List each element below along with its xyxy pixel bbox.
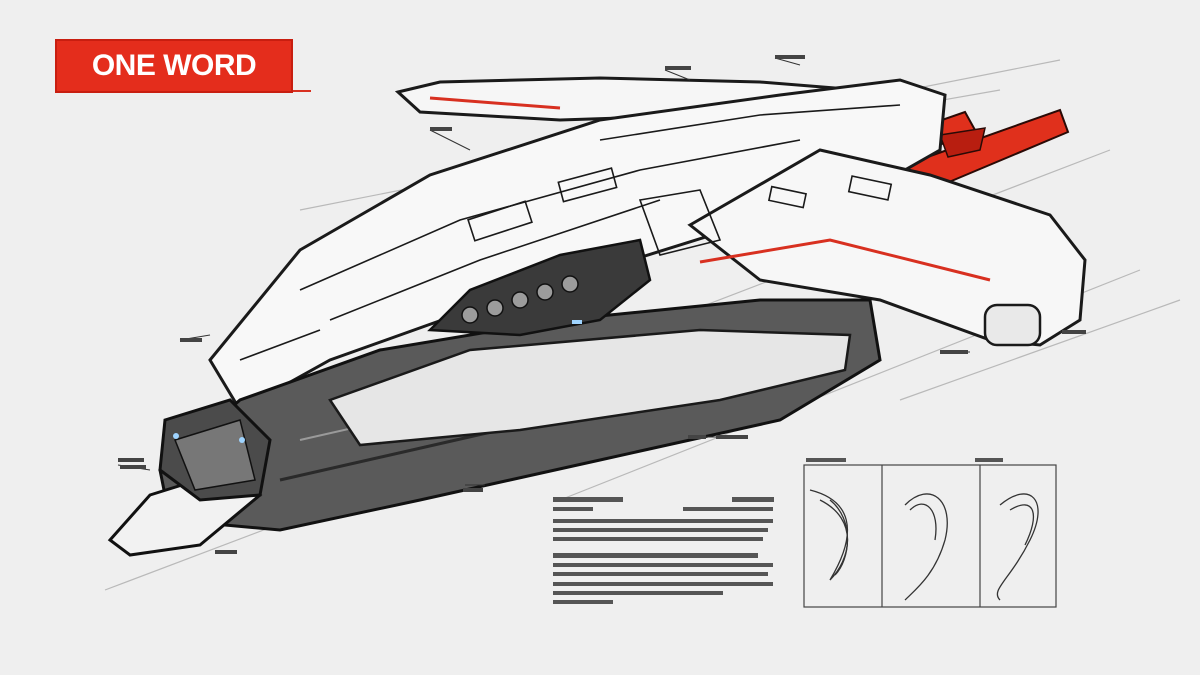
badge-label: ONE WORD bbox=[91, 49, 257, 82]
badge-underline bbox=[293, 90, 311, 92]
title-badge: ONE WORD bbox=[55, 39, 293, 93]
